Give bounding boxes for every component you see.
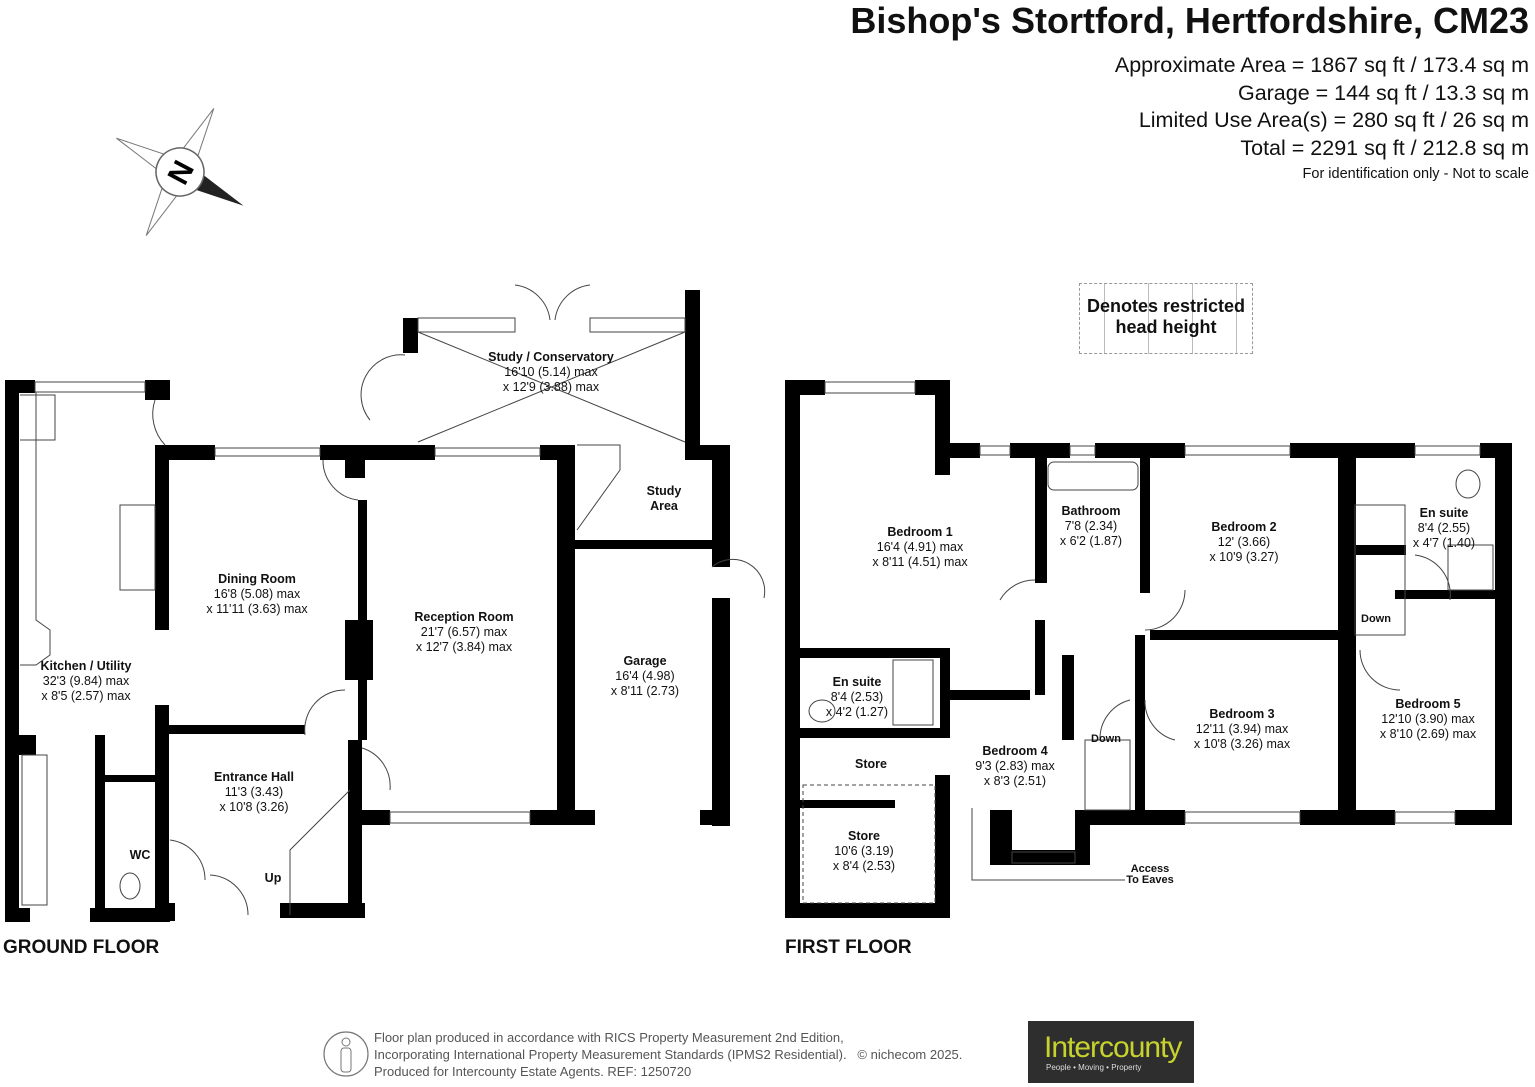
room-name: Bedroom 3 xyxy=(1209,707,1275,721)
room-store-upper: Store xyxy=(855,757,887,772)
area-summary: Approximate Area = 1867 sq ft / 173.4 sq… xyxy=(1115,52,1529,186)
room-study-conservatory: Study / Conservatory 16'10 (5.14) max x … xyxy=(488,350,614,395)
scale-disclaimer: For identification only - Not to scale xyxy=(1302,166,1529,182)
footer-line-1: Floor plan produced in accordance with R… xyxy=(374,1030,844,1045)
room-bedroom-4: Bedroom 4 9'3 (2.83) max x 8'3 (2.51) xyxy=(975,744,1055,789)
room-dim-2: x 10'9 (3.27) xyxy=(1209,550,1279,564)
room-dim-1: 12'10 (3.90) max xyxy=(1381,712,1475,726)
room-dim-1: 16'8 (5.08) max xyxy=(213,587,301,601)
room-entrance-hall: Entrance Hall 11'3 (3.43) x 10'8 (3.26) xyxy=(214,770,294,815)
room-dim-2: x 8'11 (4.51) max xyxy=(872,555,968,569)
room-name: Study / Conservatory xyxy=(488,350,614,364)
room-name: Entrance Hall xyxy=(214,770,294,784)
access-to-eaves-label: Access To Eaves xyxy=(1126,864,1174,886)
room-name: En suite xyxy=(832,675,882,689)
first-floor-label: FIRST FLOOR xyxy=(785,937,912,958)
ground-floor-label: GROUND FLOOR xyxy=(3,937,160,958)
room-dim-1: 10'6 (3.19) xyxy=(834,844,894,858)
eaves-line-2: To Eaves xyxy=(1126,874,1174,886)
room-kitchen-utility: Kitchen / Utility 32'3 (9.84) max x 8'5 … xyxy=(41,659,132,704)
logo-tagline: People • Moving • Property xyxy=(1046,1063,1142,1072)
room-wc: WC xyxy=(130,848,151,863)
ground-floor-walls xyxy=(5,290,730,922)
room-bedroom-1: Bedroom 1 16'4 (4.91) max x 8'11 (4.51) … xyxy=(872,525,967,570)
stairs-up-label: Up xyxy=(264,871,282,885)
room-name: Store xyxy=(855,757,887,771)
eaves-line-1: Access xyxy=(1130,863,1170,875)
person-icon xyxy=(323,1031,369,1077)
area-limited-use: Limited Use Area(s) = 280 sq ft / 26 sq … xyxy=(1138,108,1529,132)
room-dim-1: 8'4 (2.55) xyxy=(1417,521,1471,535)
room-dim-1: 12'11 (3.94) max xyxy=(1195,722,1289,736)
room-name: Study Area xyxy=(646,484,682,513)
stairs-down-label-left: Down xyxy=(1091,733,1121,745)
room-dim-2: x 6'2 (1.87) xyxy=(1059,534,1123,548)
room-name: Dining Room xyxy=(218,572,296,586)
room-dim-2: x 8'4 (2.53) xyxy=(832,859,896,873)
footer-copyright: © nichecom 2025. xyxy=(857,1047,963,1062)
room-name: WC xyxy=(129,848,151,862)
room-dim-1: 21'7 (6.57) max xyxy=(420,625,508,639)
room-name: Bedroom 5 xyxy=(1395,697,1461,711)
room-dim-2: x 10'8 (3.26) xyxy=(219,800,289,814)
restricted-height-legend: Denotes restricted head height xyxy=(1079,283,1253,354)
room-dim-2: x 8'11 (2.73) xyxy=(610,684,680,698)
area-approximate: Approximate Area = 1867 sq ft / 173.4 sq… xyxy=(1114,53,1529,77)
room-garage: Garage 16'4 (4.98) x 8'11 (2.73) xyxy=(611,654,679,699)
room-dim-2: x 10'8 (3.26) max xyxy=(1193,737,1291,751)
room-en-suite-1: En suite 8'4 (2.53) x 4'2 (1.27) xyxy=(826,675,888,720)
room-name: Bathroom xyxy=(1061,504,1121,518)
room-name: Store xyxy=(848,829,880,843)
room-dim-1: 12' (3.66) xyxy=(1217,535,1271,549)
room-dim-1: 7'8 (2.34) xyxy=(1064,519,1118,533)
room-dim-1: 16'4 (4.91) max xyxy=(876,540,964,554)
room-dim-1: 32'3 (9.84) max xyxy=(42,674,130,688)
room-dim-2: x 4'2 (1.27) xyxy=(825,705,889,719)
north-compass-icon xyxy=(116,108,244,236)
room-name: En suite xyxy=(1419,506,1469,520)
room-dim-1: 16'10 (5.14) max xyxy=(504,365,598,379)
room-name: Garage xyxy=(623,654,667,668)
footer-text: Floor plan produced in accordance with R… xyxy=(374,1029,962,1080)
room-reception: Reception Room 21'7 (6.57) max x 12'7 (3… xyxy=(414,610,513,655)
room-dim-1: 16'4 (4.98) xyxy=(615,669,675,683)
room-study-area: Study Area xyxy=(639,484,689,514)
first-floor-walls xyxy=(785,380,1512,918)
property-title: Bishop's Stortford, Hertfordshire, CM23 xyxy=(850,0,1529,41)
room-bedroom-3: Bedroom 3 12'11 (3.94) max x 10'8 (3.26)… xyxy=(1194,707,1290,752)
area-total: Total = 2291 sq ft / 212.8 sq m xyxy=(1240,135,1529,160)
room-bathroom: Bathroom 7'8 (2.34) x 6'2 (1.87) xyxy=(1060,504,1122,549)
room-dim-2: x 12'7 (3.84) max xyxy=(415,640,513,654)
intercounty-logo: Intercounty People • Moving • Property xyxy=(1028,1021,1194,1083)
room-name: Bedroom 2 xyxy=(1211,520,1277,534)
room-dim-1: 9'3 (2.83) max xyxy=(975,759,1055,773)
area-garage: Garage = 144 sq ft / 13.3 sq m xyxy=(1237,80,1529,105)
room-name: Bedroom 1 xyxy=(887,525,953,539)
footer-line-2: Incorporating International Property Mea… xyxy=(374,1047,847,1062)
room-dim-2: x 12'9 (3.88) max xyxy=(502,380,600,394)
room-dim-1: 11'3 (3.43) xyxy=(224,785,284,799)
room-store-lower: Store 10'6 (3.19) x 8'4 (2.53) xyxy=(833,829,895,874)
room-dim-2: x 4'7 (1.40) xyxy=(1412,536,1476,550)
room-dim-2: x 8'10 (2.69) max xyxy=(1379,727,1477,741)
legend-line-2: head height xyxy=(1115,317,1217,337)
ground-floor-fixtures xyxy=(20,284,766,916)
room-en-suite-2: En suite 8'4 (2.55) x 4'7 (1.40) xyxy=(1413,506,1475,551)
room-name: Reception Room xyxy=(414,610,514,624)
first-floor-fixtures xyxy=(802,381,1494,904)
room-bedroom-5: Bedroom 5 12'10 (3.90) max x 8'10 (2.69)… xyxy=(1380,697,1476,742)
room-dim-1: 8'4 (2.53) xyxy=(830,690,884,704)
room-name: Kitchen / Utility xyxy=(40,659,132,673)
room-bedroom-2: Bedroom 2 12' (3.66) x 10'9 (3.27) xyxy=(1209,520,1278,565)
stairs-down-label-right: Down xyxy=(1361,613,1391,625)
room-dim-2: x 8'3 (2.51) xyxy=(983,774,1047,788)
logo-name: Intercounty xyxy=(1044,1031,1182,1064)
room-dim-2: x 11'11 (3.63) max xyxy=(206,602,308,616)
room-dim-2: x 8'5 (2.57) max xyxy=(41,689,131,703)
footer-line-3: Produced for Intercounty Estate Agents. … xyxy=(374,1064,692,1079)
room-dining: Dining Room 16'8 (5.08) max x 11'11 (3.6… xyxy=(206,572,307,617)
legend-line-1: Denotes restricted xyxy=(1086,296,1246,316)
room-name: Bedroom 4 xyxy=(982,744,1048,758)
